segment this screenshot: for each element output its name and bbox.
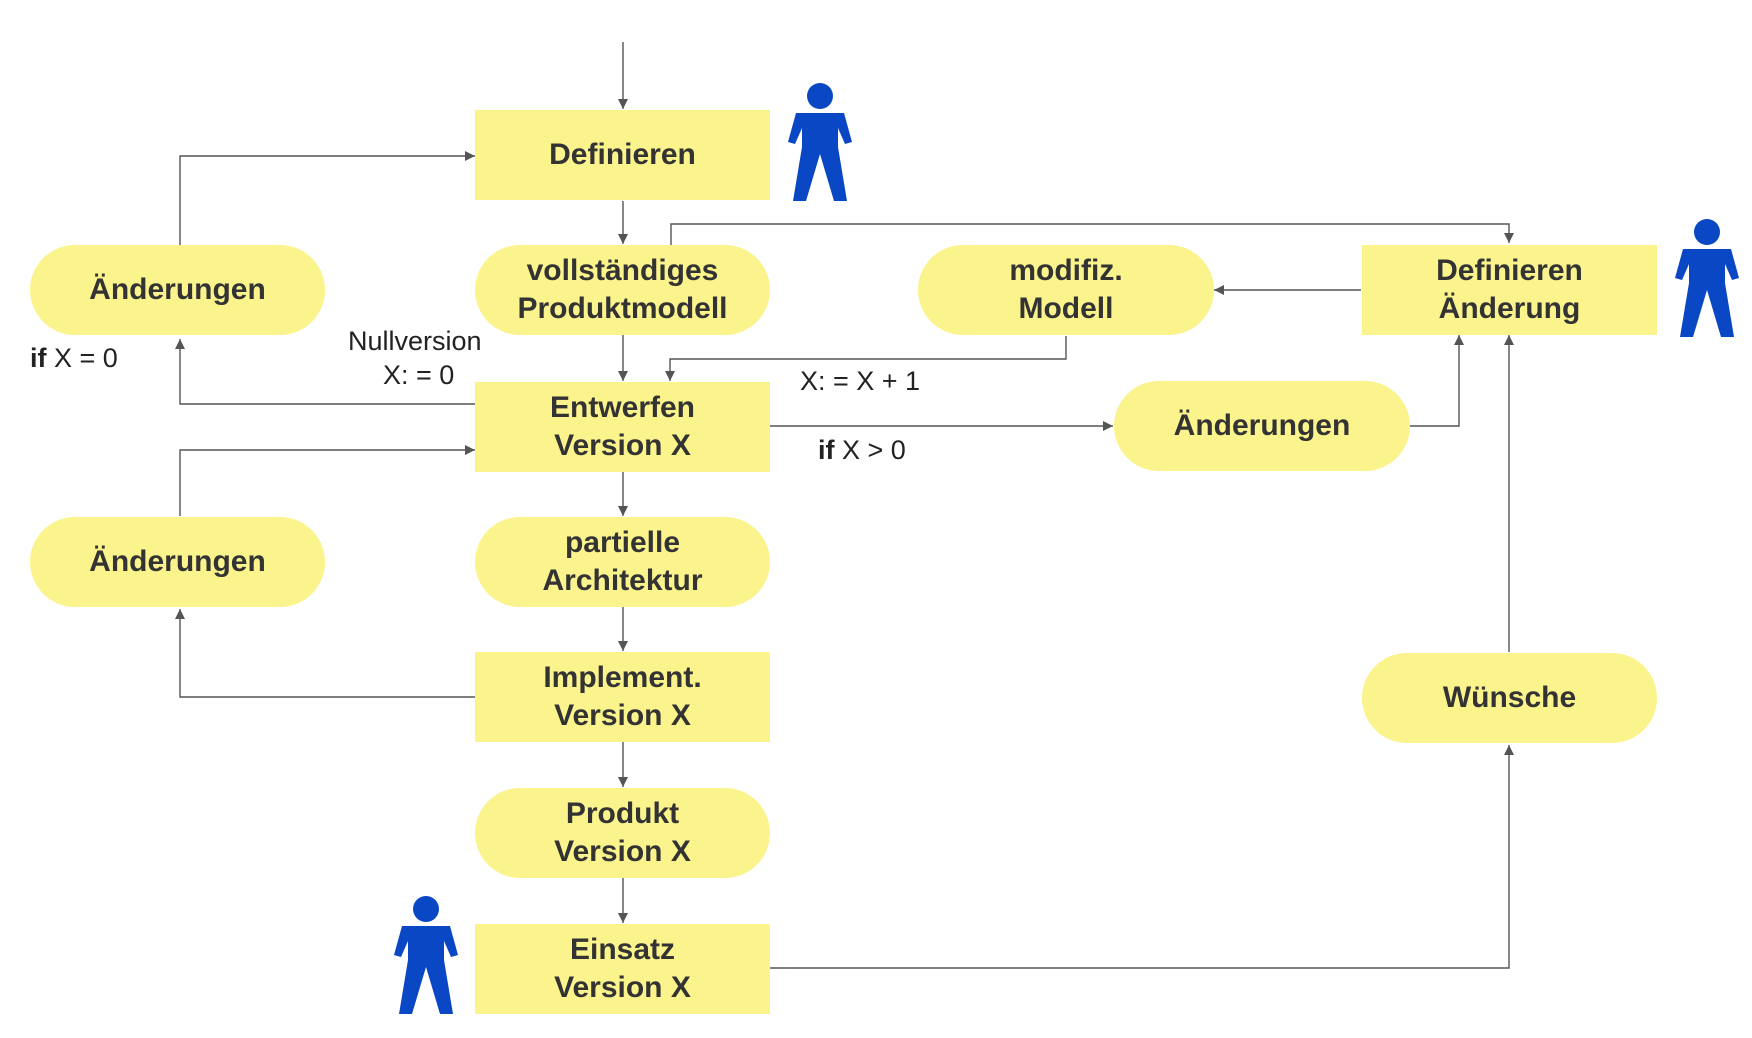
- person-icon: [788, 83, 852, 201]
- node-entwerfen-version-x: Entwerfen Version X: [475, 382, 770, 472]
- label-if-keyword: if: [818, 435, 835, 465]
- label-x-assign-zero: X: = 0: [383, 360, 455, 390]
- node-modifiziertes-modell: modifiz. Modell: [918, 245, 1214, 335]
- node-vollstaendiges-produktmodell: vollständiges Produktmodell: [475, 245, 770, 335]
- node-aenderungen-right: Änderungen: [1114, 381, 1410, 471]
- label-if-condition: X > 0: [834, 435, 906, 465]
- label-if-x-equals-zero: if X = 0: [30, 341, 118, 375]
- edge-implement-to-aenderungen-mid-left: [175, 609, 475, 698]
- node-aenderungen-top-left: Änderungen: [30, 245, 325, 335]
- label-if-x-greater-zero: if X > 0: [818, 433, 906, 467]
- edge-aenderungen-right-to-definieren-aenderung: [1410, 335, 1464, 427]
- person-icon: [394, 896, 458, 1014]
- label-if-keyword: if: [30, 343, 47, 373]
- label-nullversion: Nullversion: [348, 326, 482, 356]
- node-aenderungen-mid-left: Änderungen: [30, 517, 325, 607]
- node-implement-version-x: Implement. Version X: [475, 652, 770, 742]
- edge-produktmodell-to-definieren-aenderung: [670, 223, 1514, 245]
- edge-entwerfen-to-aenderungen-top-left: [175, 339, 475, 405]
- node-definieren-aenderung: Definieren Änderung: [1362, 245, 1657, 335]
- node-partielle-architektur: partielle Architektur: [475, 517, 770, 607]
- node-einsatz-version-x: Einsatz Version X: [475, 924, 770, 1014]
- edge-modifiz-modell-to-entwerfen: [665, 336, 1067, 381]
- person-icon: [1675, 219, 1739, 337]
- label-x-increment: X: = X + 1: [800, 366, 921, 396]
- node-wuensche: Wünsche: [1362, 653, 1657, 743]
- edge-aenderungen-mid-left-to-entwerfen: [179, 445, 475, 516]
- node-produkt-version-x: Produkt Version X: [475, 788, 770, 878]
- edge-einsatz-to-wuensche: [770, 745, 1514, 969]
- label-if-condition: X = 0: [46, 343, 118, 373]
- node-definieren: Definieren: [475, 110, 770, 200]
- edge-aenderungen-top-left-to-definieren: [179, 151, 475, 245]
